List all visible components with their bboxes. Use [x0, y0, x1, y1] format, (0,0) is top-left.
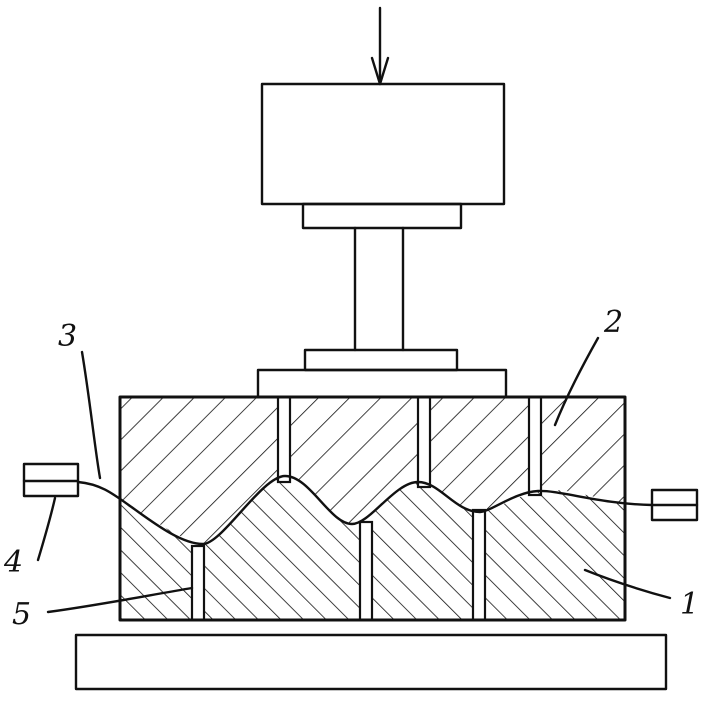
label-4: 4 — [3, 545, 23, 580]
left-clamp — [22, 462, 80, 498]
label-3: 3 — [58, 319, 77, 354]
die-outline — [118, 395, 627, 622]
lower-slot — [358, 520, 374, 622]
right-clamp — [650, 488, 699, 522]
upper-slot — [416, 395, 432, 489]
press-ram — [260, 82, 506, 206]
base-plate — [74, 633, 668, 691]
upper-slot — [276, 395, 292, 484]
sheet-workpiece — [76, 474, 654, 546]
upper-slot — [527, 395, 543, 497]
press-column — [353, 226, 405, 352]
ram-flange — [301, 202, 463, 230]
lower-slot — [190, 544, 206, 622]
load-arrow — [370, 6, 390, 86]
label-2: 2 — [603, 305, 623, 340]
pressure-plate — [256, 368, 508, 399]
leader-lines — [36, 336, 672, 614]
label-5: 5 — [12, 597, 31, 632]
lower-slot — [471, 508, 487, 622]
column-base-flange — [303, 348, 459, 372]
label-1: 1 — [680, 587, 699, 622]
